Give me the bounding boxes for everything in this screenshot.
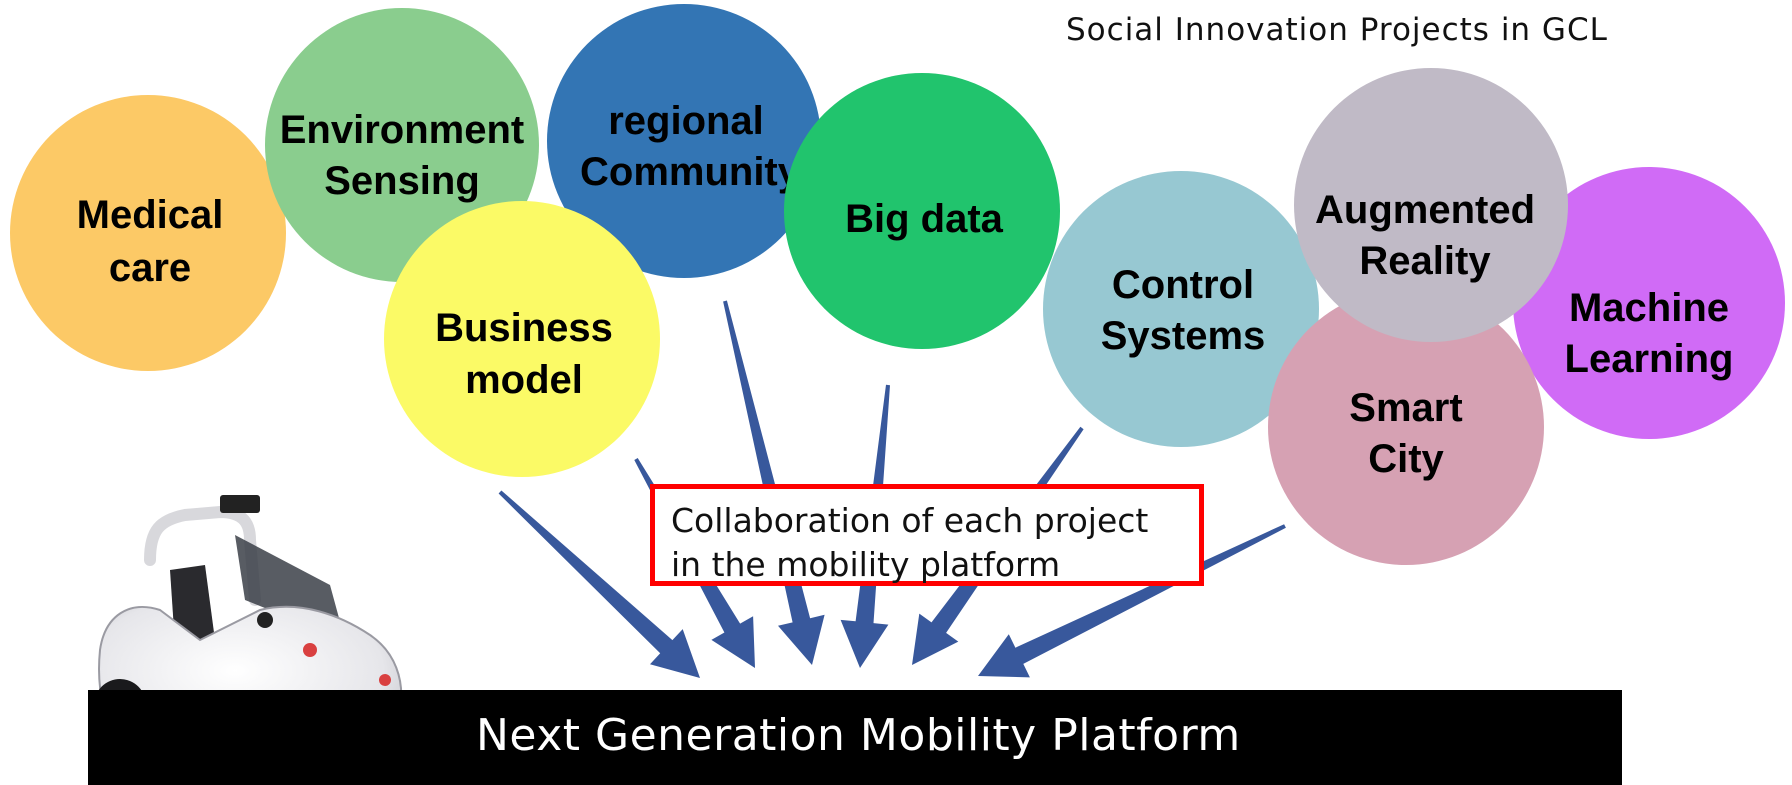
convergence-arrow-4 <box>840 384 890 668</box>
convergence-arrow-6 <box>978 524 1286 678</box>
augmented-reality-circle <box>1294 68 1568 342</box>
augmented-reality-label-line2: Reality <box>1359 239 1491 283</box>
vehicle-emblem <box>303 643 317 657</box>
collaboration-text-line1: Collaboration of each project <box>671 501 1149 540</box>
circle-machine-learning: Machine Learning <box>1513 167 1785 439</box>
big-data-label: Big data <box>845 197 1004 241</box>
environment-sensing-label-line2: Sensing <box>324 159 480 203</box>
vehicle-side-light <box>379 674 391 686</box>
collaboration-text-line2: in the mobility platform <box>671 545 1061 584</box>
vehicle-roof-sensor <box>220 495 260 513</box>
control-systems-circle <box>1043 171 1319 447</box>
circle-augmented-reality: Augmented Reality <box>1294 68 1568 342</box>
smart-city-circle <box>1268 289 1544 565</box>
smart-city-label-line2: City <box>1368 437 1444 481</box>
convergence-arrow-3 <box>723 300 825 665</box>
environment-sensing-label-line1: Environment <box>280 108 524 152</box>
convergence-arrow-1 <box>498 490 700 678</box>
circle-business-model: Business model <box>384 201 660 477</box>
control-systems-label-line2: Systems <box>1101 314 1266 358</box>
circle-regional-community: regional Community <box>547 4 821 278</box>
collaboration-box: Collaboration of each project in the mob… <box>650 484 1204 586</box>
smart-city-label-line1: Smart <box>1349 386 1462 430</box>
medical-care-label-line2: care <box>109 246 191 290</box>
big-data-circle <box>784 73 1060 349</box>
vehicle-roll-bar <box>144 505 261 606</box>
machine-learning-label-line2: Learning <box>1565 337 1734 381</box>
mobility-platform-bar: Next Generation Mobility Platform <box>88 690 1622 785</box>
business-model-label-line1: Business <box>435 306 613 350</box>
circle-medical-care: Medical care <box>10 95 286 371</box>
medical-care-label-line1: Medical <box>77 193 224 237</box>
augmented-reality-label-line1: Augmented <box>1315 188 1535 232</box>
machine-learning-circle <box>1513 167 1785 439</box>
circle-big-data: Big data <box>784 73 1060 349</box>
medical-care-circle <box>10 95 286 371</box>
mobility-platform-label: Next Generation Mobility Platform <box>476 710 1241 761</box>
circle-smart-city: Smart City <box>1268 289 1544 565</box>
control-systems-label-line1: Control <box>1112 263 1254 307</box>
vehicle-headlight <box>257 612 273 628</box>
business-model-circle <box>384 201 660 477</box>
diagram-title: Social Innovation Projects in GCL <box>1066 12 1608 48</box>
regional-community-label-line2: Community <box>580 150 801 194</box>
business-model-label-line2: model <box>465 358 583 402</box>
circle-control-systems: Control Systems <box>1043 171 1319 447</box>
regional-community-label-line1: regional <box>608 99 764 143</box>
machine-learning-label-line1: Machine <box>1569 286 1729 330</box>
regional-community-circle <box>547 4 821 278</box>
